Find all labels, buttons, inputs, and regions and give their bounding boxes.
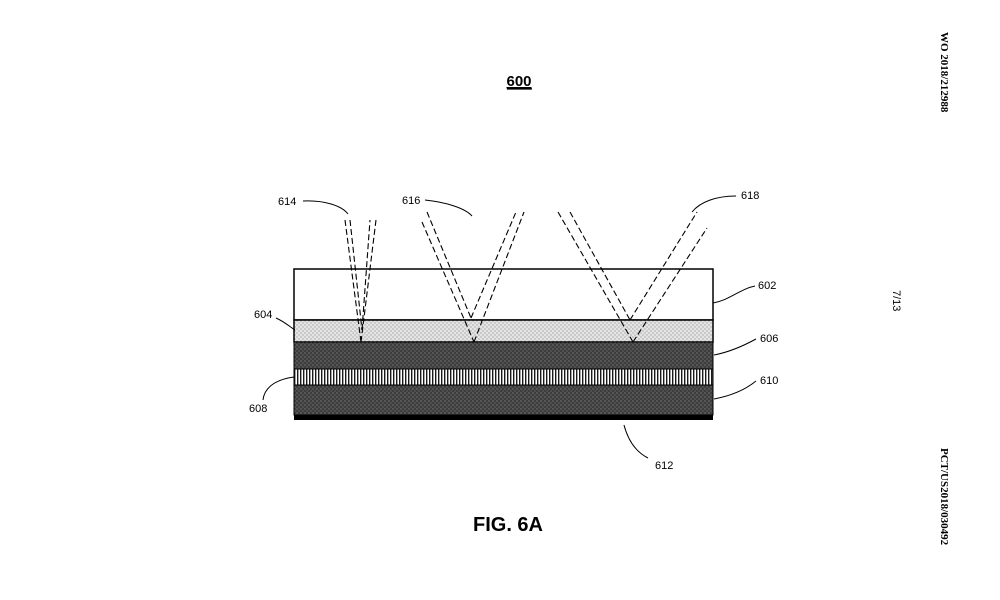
ref-label-616: 616 <box>402 195 420 207</box>
leader-614 <box>303 201 348 214</box>
ref-label-610: 610 <box>760 375 778 387</box>
publication-number: WO 2018/212988 <box>938 32 950 113</box>
leader-606 <box>714 339 756 355</box>
leader-618 <box>692 196 736 212</box>
layer-604 <box>294 320 713 342</box>
layer-612 <box>294 415 713 420</box>
leader-602 <box>713 286 755 303</box>
page-number: 7/13 <box>890 290 902 311</box>
application-number: PCT/US2018/030492 <box>938 448 950 546</box>
ref-label-618: 618 <box>741 190 759 202</box>
leader-604 <box>276 318 295 330</box>
ref-label-614: 614 <box>278 196 296 208</box>
figure-caption: FIG. 6A <box>473 514 543 536</box>
ref-label-602: 602 <box>758 280 776 292</box>
figure-number: 600 <box>506 73 531 90</box>
leader-612 <box>624 425 648 458</box>
ref-label-606: 606 <box>760 333 778 345</box>
ref-label-604: 604 <box>254 309 272 321</box>
layer-606 <box>294 342 713 369</box>
ref-label-608: 608 <box>249 403 267 415</box>
layer-608 <box>294 369 713 385</box>
layer-stack <box>294 269 713 420</box>
leader-608 <box>263 377 294 400</box>
leader-610 <box>714 381 756 399</box>
leader-616 <box>425 200 472 216</box>
ref-label-612: 612 <box>655 460 673 472</box>
layer-610 <box>294 385 713 415</box>
